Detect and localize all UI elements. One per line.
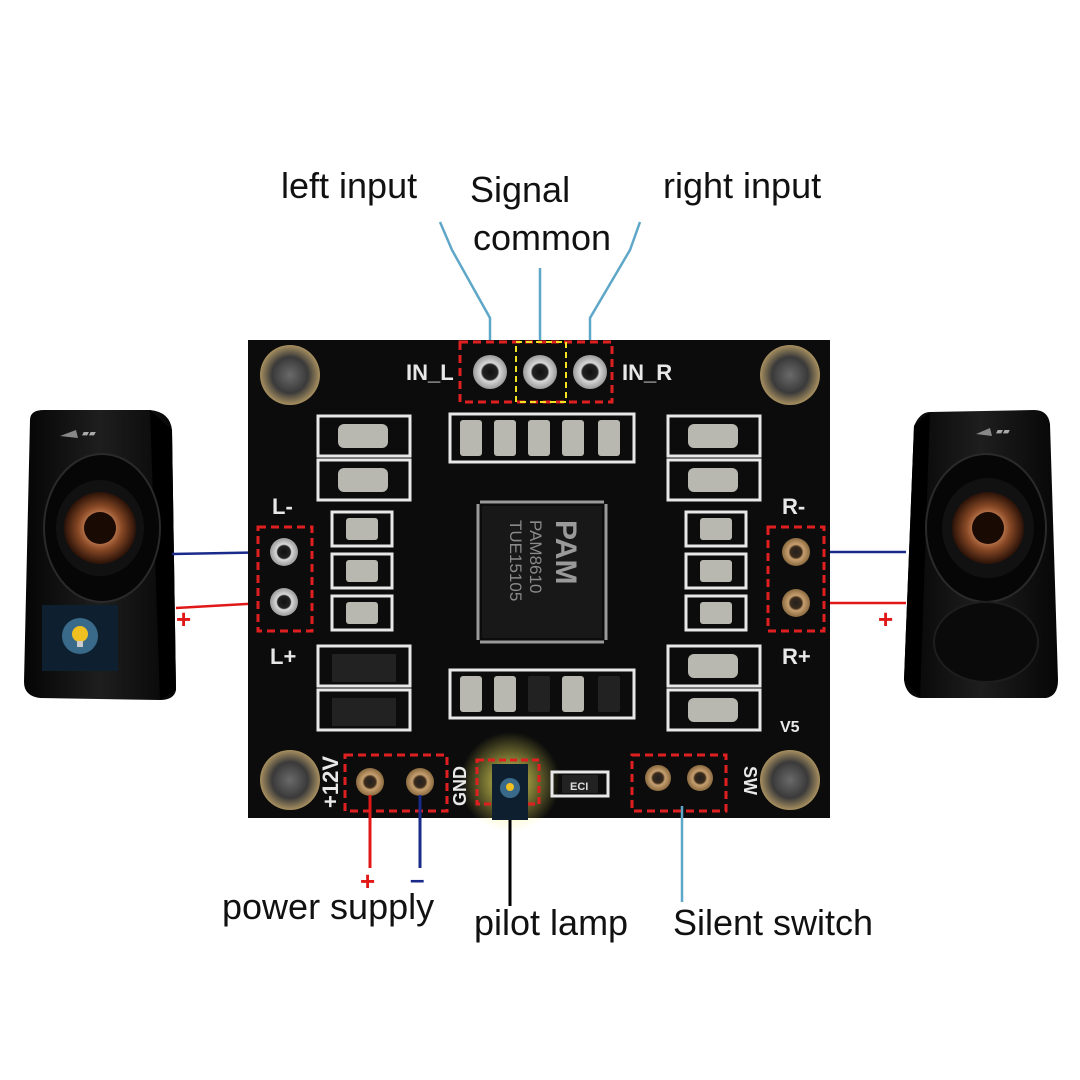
in-r-label: IN_R bbox=[622, 360, 672, 385]
power-supply-callout: power supply bbox=[222, 886, 435, 927]
right-input-leader bbox=[588, 221, 642, 342]
r-plus-label: R+ bbox=[782, 644, 811, 669]
version-label: V5 bbox=[780, 719, 800, 736]
v12-label: +12V bbox=[318, 756, 343, 808]
power-minus-sign: – bbox=[410, 864, 424, 894]
right-positive-mark: + bbox=[878, 604, 893, 634]
pilot-lamp-logo bbox=[500, 778, 520, 798]
chip-model: PAM8610 bbox=[526, 520, 545, 593]
power-plus-sign: + bbox=[360, 866, 375, 896]
svg-text:▰▰: ▰▰ bbox=[996, 427, 1010, 437]
r-minus-label: R- bbox=[782, 494, 805, 519]
left-input-leader bbox=[438, 221, 492, 342]
right-speaker: ▰▰ bbox=[904, 410, 1058, 698]
signal-common-callout: Signal common bbox=[462, 166, 622, 262]
signal-common-line2: common bbox=[472, 217, 612, 258]
chip-markings: PAM PAM8610 TUE15105 bbox=[506, 520, 582, 601]
signal-common-line1: Signal bbox=[470, 169, 571, 210]
l-plus-label: L+ bbox=[270, 644, 296, 669]
sw-label: SW bbox=[740, 766, 760, 795]
in-l-label: IN_L bbox=[406, 360, 454, 385]
left-positive-mark: + bbox=[176, 604, 191, 634]
lightbulb-gear-logo bbox=[62, 618, 98, 654]
left-input-callout: left input bbox=[281, 165, 418, 206]
right-input-callout: right input bbox=[663, 165, 822, 206]
resistor-code: ECI bbox=[570, 781, 588, 793]
top-leader-lines bbox=[438, 221, 642, 342]
pilot-lamp-callout: pilot lamp bbox=[474, 902, 629, 943]
amplifier-chip bbox=[476, 500, 608, 644]
l-minus-label: L- bbox=[272, 494, 293, 519]
left-speaker: ▰▰ bbox=[24, 410, 176, 700]
amplifier-board bbox=[248, 340, 830, 832]
chip-code: TUE15105 bbox=[506, 520, 525, 601]
chip-logo: PAM bbox=[549, 520, 582, 584]
gnd-label: GND bbox=[450, 766, 470, 806]
silent-switch-callout: Silent switch bbox=[673, 902, 874, 943]
svg-text:▰▰: ▰▰ bbox=[82, 429, 96, 439]
